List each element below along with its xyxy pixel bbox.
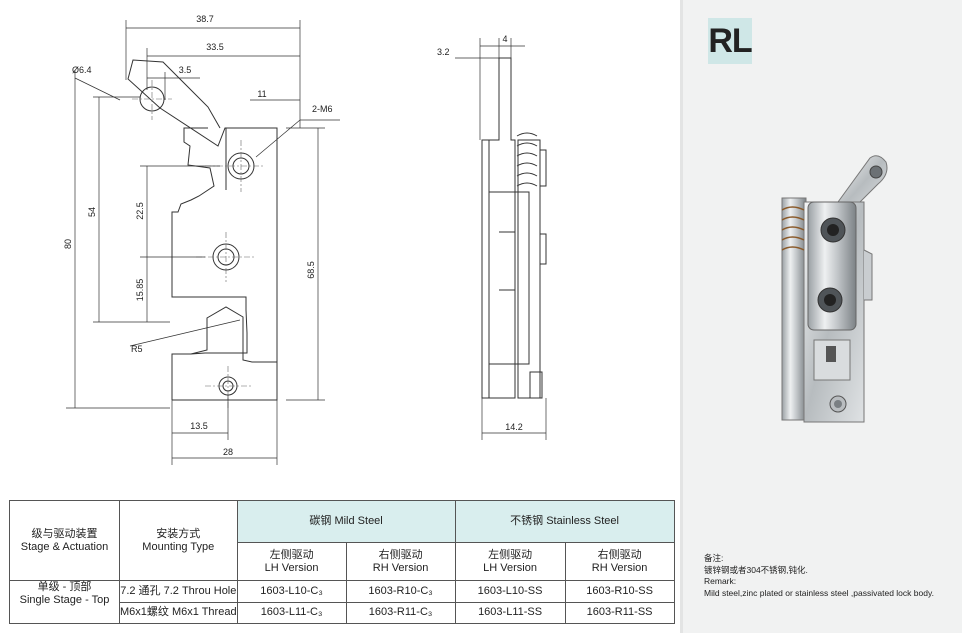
remark-body-en: Mild steel,zinc plated or stainless stee… [704, 587, 934, 598]
dim-38-7: 38.7 [196, 14, 214, 24]
panel-divider [680, 0, 683, 633]
spec-table: 级与驱动装置 Stage & Actuation 安装方式 Mounting T… [9, 500, 675, 624]
rh-cn: 右侧驱动 [378, 548, 423, 561]
dim-4: 4 [502, 34, 507, 44]
lh-cn: 左侧驱动 [488, 548, 533, 561]
part-number-cell: 1603-R10-C₃ [345, 580, 456, 603]
dim-3-2: 3.2 [437, 47, 450, 57]
stage-header-cn: 级与驱动装置 [31, 527, 98, 540]
table-row: M6x1螺纹 M6x1 Thread 1603-L11-C₃ 1603-R11-… [10, 601, 675, 624]
dim-68-5: 68.5 [306, 261, 316, 279]
stage-value: 单级 - 顶部 Single Stage - Top [9, 580, 120, 624]
dim-80: 80 [63, 239, 73, 249]
product-panel: RL 备注: 镀锌钢或者304不锈钢,钝化. Remark: [683, 0, 962, 633]
part-number-cell: 1603-R10-SS [564, 580, 675, 603]
dim-54: 54 [87, 207, 97, 217]
rh-en: RH Version [591, 561, 648, 574]
dim-14-2: 14.2 [505, 422, 523, 432]
lh-en: LH Version [483, 561, 537, 574]
dim-28: 28 [223, 447, 233, 457]
remark-label-cn: 备注: [704, 553, 724, 563]
dim-33-5: 33.5 [206, 42, 224, 52]
dim-13-5: 13.5 [190, 421, 208, 431]
remark-body-cn: 镀锌钢或者304不锈钢,钝化. [704, 564, 808, 575]
rh-cn: 右侧驱动 [597, 548, 642, 561]
part-number-cell: 1603-R11-C₃ [345, 601, 456, 624]
side-view-outline [481, 57, 516, 399]
dim-2-m6: 2-M6 [312, 104, 333, 114]
rh-en: RH Version [372, 561, 429, 574]
dim-15-85: 15.85 [135, 279, 145, 302]
mount-cell: 7.2 通孔 7.2 Throu Hole [119, 580, 238, 603]
product-photo [781, 155, 888, 423]
mounting-type-header: 安装方式 Mounting Type [119, 500, 238, 581]
dim-22-5: 22.5 [135, 202, 145, 220]
stage-value-cn: 单级 - 顶部 [37, 581, 92, 593]
part-number-cell: 1603-L11-C₃ [236, 601, 347, 624]
mild-steel-header: 碳钢 Mild Steel [236, 500, 456, 543]
part-number-cell: 1603-R11-SS [564, 601, 675, 624]
dim-3-5: 3.5 [179, 65, 192, 75]
lh-cn: 左侧驱动 [269, 548, 314, 561]
part-number-cell: 1603-L10-C₃ [236, 580, 347, 603]
table-row: 单级 - 顶部 Single Stage - Top 7.2 通孔 7.2 Th… [9, 580, 675, 624]
technical-drawing: 38.7 33.5 Ø6.4 3.5 11 2-M6 54 80 22.5 15… [63, 14, 547, 465]
stage-header-en: Stage & Actuation [20, 540, 109, 553]
part-number-cell: 1603-L10-SS [454, 580, 566, 603]
remark-text: 备注: 镀锌钢或者304不锈钢,钝化. Remark: Mild steel,z… [704, 553, 934, 599]
mount-header-cn: 安装方式 [156, 527, 201, 540]
model-badge: RL [708, 18, 753, 64]
stage-actuation-header: 级与驱动装置 Stage & Actuation [9, 500, 120, 581]
mount-cell: M6x1螺纹 M6x1 Thread [119, 601, 238, 624]
dim-r5: R5 [131, 344, 143, 354]
stainless-steel-header: 不锈钢 Stainless Steel [454, 500, 675, 543]
stage-value-en: Single Stage - Top [19, 594, 110, 606]
lh-en: LH Version [264, 561, 319, 574]
mount-header-en: Mounting Type [142, 540, 215, 553]
remark-label-en: Remark: [704, 576, 737, 586]
dim-dia-6-4: Ø6.4 [72, 65, 92, 75]
part-number-cell: 1603-L11-SS [454, 601, 566, 624]
dim-11: 11 [257, 89, 266, 99]
